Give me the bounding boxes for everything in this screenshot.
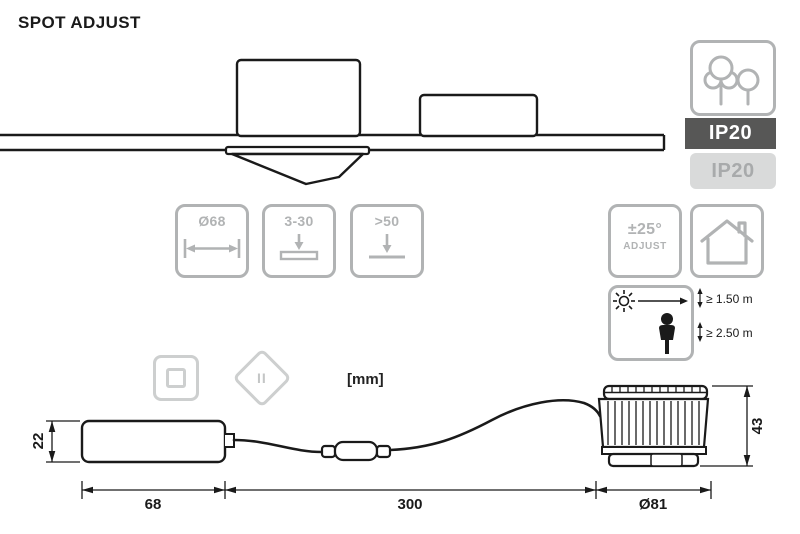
cable-connector bbox=[320, 440, 392, 462]
cutout-diameter-icon: Ø68 bbox=[175, 204, 249, 278]
light-source-icon bbox=[613, 290, 635, 312]
class2-square-inner bbox=[166, 368, 186, 388]
insulation-class-label: II bbox=[257, 370, 267, 386]
min-height-label: ≥ 2.50 m bbox=[706, 326, 753, 340]
cable bbox=[232, 399, 602, 454]
person-icon bbox=[659, 313, 675, 354]
distance-arrow-icon bbox=[697, 288, 703, 342]
min-distance-label: ≥ 1.50 m bbox=[706, 292, 753, 306]
clearance-icon: >50 bbox=[350, 204, 424, 278]
mm-unit-label: [mm] bbox=[347, 371, 384, 388]
width-arrow-glyph bbox=[183, 239, 241, 259]
dim-cable-length: 300 bbox=[397, 496, 422, 513]
recessed-spot-head bbox=[230, 152, 365, 186]
ceiling-thickness-icon: 3-30 bbox=[262, 204, 336, 278]
house-glyph bbox=[700, 219, 754, 265]
distance-glyph bbox=[613, 290, 688, 354]
ip20-badge-inactive: IP20 bbox=[690, 153, 776, 189]
clearance-label: >50 bbox=[374, 213, 400, 229]
dim-driver-height: 22 bbox=[30, 433, 47, 450]
cap-knurling bbox=[611, 386, 701, 392]
ceiling-cross-section bbox=[0, 58, 666, 186]
mounting-distance-icon bbox=[608, 285, 694, 361]
dim-spot-diameter: Ø81 bbox=[639, 496, 667, 513]
driver-unit bbox=[80, 419, 235, 464]
ip20-badge: IP20 bbox=[685, 118, 776, 149]
class2-square-icon bbox=[153, 355, 199, 401]
ceiling-thickness-label: 3-30 bbox=[284, 213, 314, 229]
trees-glyph bbox=[703, 55, 760, 106]
trees-icon bbox=[690, 40, 776, 116]
dim-spot-height: 43 bbox=[749, 418, 766, 435]
indoor-house-icon bbox=[690, 204, 764, 278]
page-title: SPOT ADJUST bbox=[18, 13, 141, 32]
tilt-adjust-icon: ±25° ADJUST bbox=[608, 204, 682, 278]
heatsink-fins bbox=[607, 401, 700, 445]
thickness-arrow-glyph bbox=[279, 234, 319, 261]
dim-driver-length: 68 bbox=[145, 496, 162, 513]
cutout-diameter-label: Ø68 bbox=[198, 213, 226, 229]
clearance-arrow-glyph bbox=[369, 234, 405, 259]
tilt-angle-label: ±25° bbox=[627, 221, 663, 238]
spot-fixture bbox=[597, 384, 710, 468]
tilt-caption-label: ADJUST bbox=[623, 240, 667, 252]
dimension-lines bbox=[46, 385, 753, 499]
